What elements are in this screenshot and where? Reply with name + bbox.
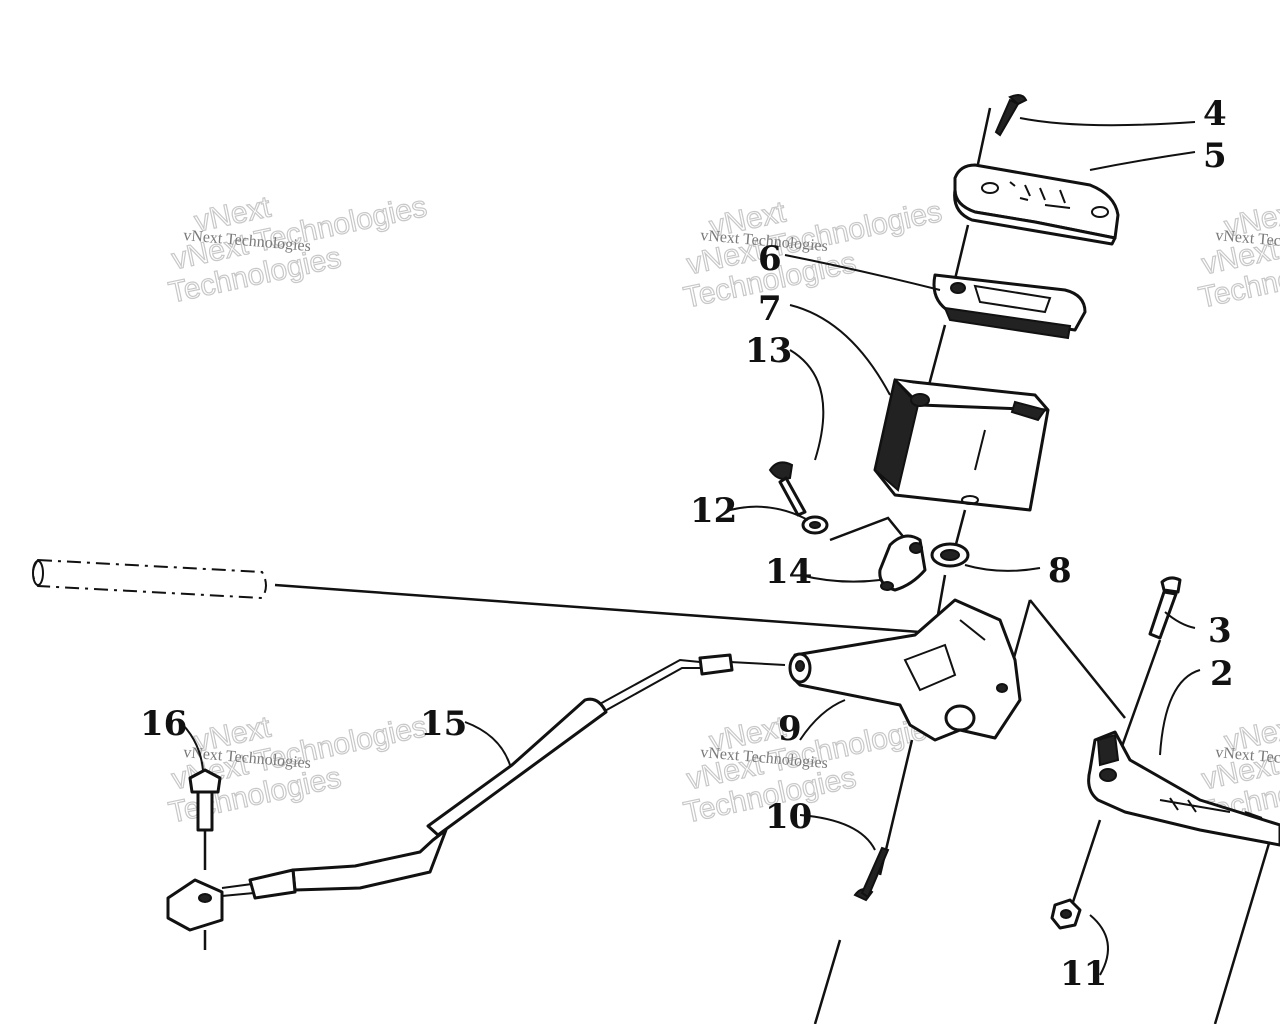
callout-14: 14 [765,552,812,592]
callout-8: 8 [1048,551,1072,591]
part-bolt-3 [1148,576,1182,640]
callout-4: 4 [1203,94,1227,134]
part-master-cylinder-9 [788,598,1022,742]
part-hose-15 [221,653,786,900]
part-lockwasher-12 [801,515,829,535]
callout-11: 11 [1060,954,1107,994]
callout-3: 3 [1208,611,1232,651]
leader-lines [177,117,1201,976]
callout-15: 15 [420,704,467,744]
callout-2: 2 [1210,654,1234,694]
callout-7: 7 [758,289,782,329]
callout-13: 13 [745,331,792,371]
part-cover-5 [953,163,1120,246]
part-diaphragm-6 [932,273,1087,340]
part-banjo-16 [166,768,224,932]
callout-9: 9 [778,709,802,749]
callout-labels: 4 5 6 7 13 12 14 8 3 2 9 10 11 15 16 [140,94,1234,994]
callout-5: 5 [1203,136,1227,176]
part-screw-4 [994,94,1028,137]
part-screw-10 [853,846,890,902]
callout-10: 10 [765,797,812,837]
callout-12: 12 [690,491,737,531]
part-reservoir-7 [873,377,1050,512]
part-screw-13 [768,461,807,517]
part-washer-8 [930,542,970,568]
handlebar-phantom [32,558,921,634]
part-lever-2 [1087,730,1280,847]
part-nut-11 [1050,898,1082,930]
callout-16: 16 [140,704,187,744]
part-clamp-14 [878,534,927,592]
callout-6: 6 [758,239,782,279]
